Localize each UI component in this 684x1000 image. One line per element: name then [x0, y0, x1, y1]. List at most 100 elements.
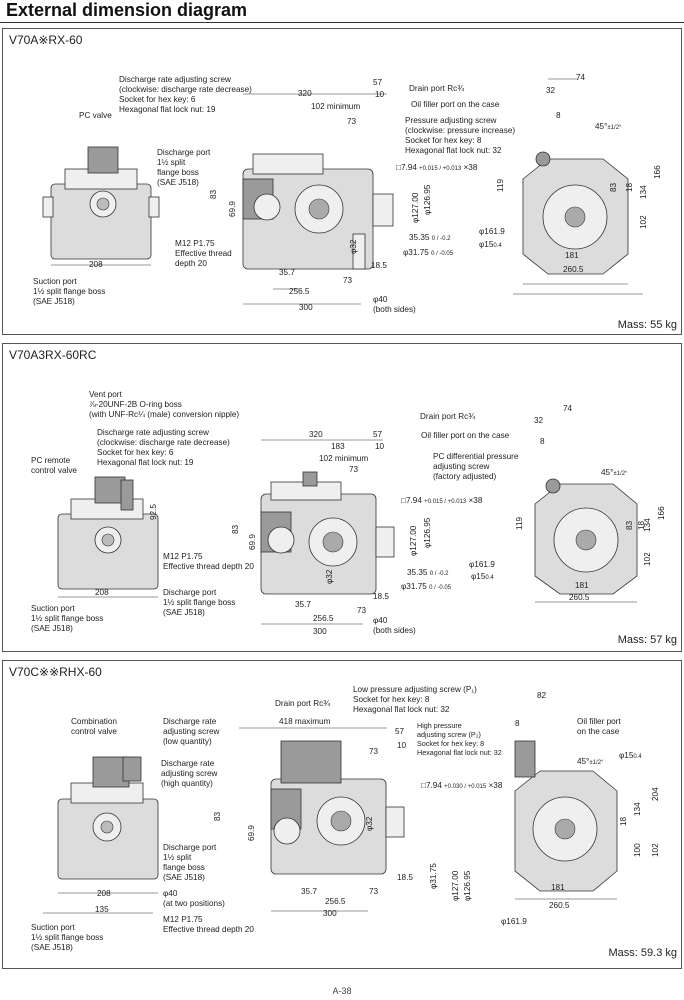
dim-83-right: 83	[609, 182, 618, 192]
dim-73-top: 73	[347, 117, 357, 126]
dim-10: 10	[375, 90, 385, 99]
dim-phi31-75: φ31.75 0 / -0.05	[401, 582, 452, 591]
dim-320: 320	[298, 89, 312, 98]
dim-key: □7.94 +0.015 / +0.013 ×38	[396, 163, 478, 172]
dim-74: 74	[576, 73, 586, 82]
dim-256-5: 256.5	[325, 897, 346, 906]
title-divider	[0, 22, 684, 23]
dim-phi127: φ127.00	[409, 525, 418, 556]
phi40-callout: φ40 (both sides)	[373, 616, 416, 635]
oil-filler-callout: Oil filler port on the case	[577, 717, 621, 736]
dim-10: 10	[397, 741, 407, 750]
dim-300: 300	[299, 303, 313, 312]
dim-166: 166	[653, 165, 662, 179]
m12-thread-callout: M12 P1.75 Effective thread depth 20	[163, 552, 254, 571]
panel-title: V70A※RX-60	[9, 33, 83, 47]
dim-260-5: 260.5	[549, 901, 570, 910]
side-view	[239, 727, 405, 912]
dim-100: 100	[633, 843, 642, 857]
pump-drawing-v70a	[42, 78, 643, 305]
discharge-port-callout: Discharge port 1½ split flange boss (SAE…	[163, 843, 217, 882]
dim-102: 102	[651, 843, 660, 857]
dim-102-minimum: 102 minimum	[319, 454, 369, 463]
high-pressure-screw-callout: High pressure adjusting screw (P₂) Socke…	[417, 721, 502, 757]
m12-thread-callout: M12 P1.75 Effective thread depth 20	[163, 915, 254, 934]
dim-phi31-75: φ31.75 0 / -0.05	[403, 248, 454, 257]
dim-phi32: φ32	[349, 239, 358, 254]
dim-32: 32	[546, 86, 556, 95]
dim-phi126-95: φ126.95	[423, 517, 432, 548]
dim-18-5: 18.5	[371, 261, 387, 270]
dim-8: 8	[540, 437, 545, 446]
panel-v70a3rx-60rc: V70A3RX-60RC	[2, 343, 682, 652]
dim-83-right: 83	[625, 520, 634, 530]
dim-35-7: 35.7	[295, 600, 311, 609]
page-title: External dimension diagram	[6, 0, 248, 20]
left-end-view	[42, 146, 160, 266]
dim-256-5: 256.5	[313, 614, 334, 623]
panel-v70c-rhx-60: V70C※※RHX-60	[2, 660, 682, 969]
dim-134: 134	[639, 185, 648, 199]
oil-filler-callout: Oil filler port on the case	[421, 431, 510, 440]
panel-v70a-rx-60: V70A※RX-60	[2, 28, 682, 335]
dim-300: 300	[323, 909, 337, 918]
m12-thread-callout: M12 P1.75 Effective thread depth 20	[175, 239, 232, 268]
dim-208: 208	[97, 889, 111, 898]
dim-57: 57	[373, 78, 383, 87]
dim-119: 119	[515, 516, 524, 530]
dim-35-7: 35.7	[301, 887, 317, 896]
suction-port-callout: Suction port 1½ split flange boss (SAE J…	[31, 604, 104, 633]
dim-phi127: φ127.00	[411, 192, 420, 223]
dim-57: 57	[395, 727, 405, 736]
dim-phi161-9: φ161.9	[501, 917, 527, 926]
dim-181: 181	[575, 581, 589, 590]
dim-phi15: φ150.4	[471, 572, 494, 581]
dim-74: 74	[563, 404, 573, 413]
dim-260-5: 260.5	[569, 593, 590, 602]
dim-phi15: φ150.4	[619, 751, 642, 760]
mass-label: Mass: 55 kg	[617, 319, 677, 331]
dim-256-5: 256.5	[289, 287, 310, 296]
dim-35-7: 35.7	[279, 268, 295, 277]
dim-82: 82	[537, 691, 547, 700]
right-end-view	[513, 78, 643, 295]
drain-port-callout: Drain port Rc¾	[420, 412, 476, 421]
dim-320: 320	[309, 430, 323, 439]
drain-port-callout: Drain port Rc¾	[409, 84, 465, 93]
dim-102: 102	[639, 215, 648, 229]
combination-valve-callout: Combination control valve	[71, 717, 117, 736]
suction-port-callout: Suction port 1½ split flange boss (SAE J…	[31, 923, 104, 952]
drain-port-callout: Drain port Rc¾	[275, 699, 331, 708]
dim-73: 73	[369, 887, 379, 896]
dim-102-minimum: 102 minimum	[311, 102, 361, 111]
dim-45deg: 45°±1/2°	[601, 468, 628, 477]
dim-key: □7.94 +0.015 / +0.013 ×38	[401, 496, 483, 505]
dim-134: 134	[633, 802, 642, 816]
dim-phi126-95: φ126.95	[423, 184, 432, 215]
dim-183: 183	[331, 442, 345, 451]
discharge-port-callout: Discharge port 1½ split flange boss (SAE…	[157, 148, 211, 187]
dim-300: 300	[313, 627, 327, 636]
mass-label: Mass: 57 kg	[617, 634, 677, 646]
dim-83: 83	[231, 524, 240, 534]
dim-phi32: φ32	[365, 816, 374, 831]
dim-18: 18	[625, 182, 634, 192]
dim-57: 57	[373, 430, 383, 439]
dim-73: 73	[343, 276, 353, 285]
dim-32: 32	[534, 416, 544, 425]
dim-69-9: 69.9	[228, 201, 237, 217]
discharge-rate-screw-callout: Discharge rate adjusting screw (clockwis…	[97, 428, 230, 467]
dim-8: 8	[515, 719, 520, 728]
left-end-view	[57, 476, 159, 598]
dim-phi161-9: φ161.9	[479, 227, 505, 236]
right-end-view	[514, 740, 618, 900]
panel-title: V70A3RX-60RC	[9, 348, 97, 362]
dim-69-9: 69.9	[248, 534, 257, 550]
dim-166: 166	[657, 506, 666, 520]
dim-208: 208	[95, 588, 109, 597]
pressure-screw-callout: Pressure adjusting screw (clockwise: pre…	[405, 116, 516, 155]
dim-204: 204	[651, 787, 660, 801]
dim-134: 134	[643, 518, 652, 532]
dim-8: 8	[556, 111, 561, 120]
dim-208: 208	[89, 260, 103, 269]
